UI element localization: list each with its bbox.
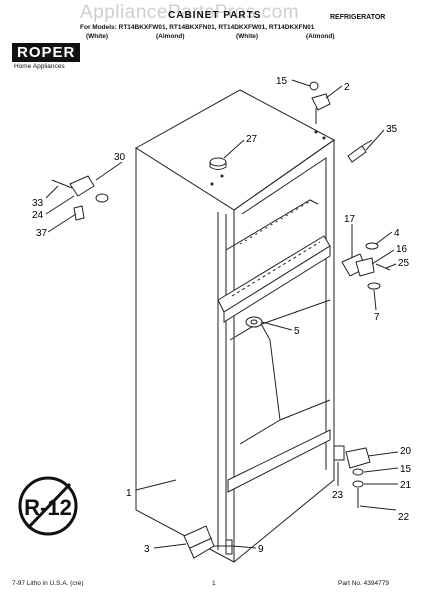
- leader-lines: [45, 79, 399, 549]
- callout: 3: [144, 544, 150, 555]
- callout: 15: [400, 464, 412, 475]
- brand-subtitle: Home Appliances: [14, 63, 65, 70]
- callout: 2: [344, 82, 350, 93]
- bottom-bracket-part-3: [183, 525, 232, 559]
- watermark-text: AppliancePartsPros.com: [80, 2, 300, 23]
- color-label: (Almond): [156, 33, 185, 40]
- r12-stamp: R-12: [18, 476, 78, 536]
- footer-page-number: 1: [212, 580, 216, 587]
- category-label: REFRIGERATOR: [330, 14, 386, 21]
- grommet-part-5: [245, 316, 263, 328]
- page-title: CABINET PARTS: [168, 10, 262, 21]
- footer-litho: 7-97 Litho in U.S.A. (cre): [12, 580, 84, 587]
- callout: 5: [294, 326, 300, 337]
- callout: 24: [32, 210, 44, 221]
- door-stop-assembly: [51, 175, 109, 221]
- callout: 16: [396, 244, 408, 255]
- callout: 27: [246, 134, 258, 145]
- callout: 25: [398, 258, 410, 269]
- cabinet-shell: [135, 89, 335, 563]
- callout: 1: [126, 488, 132, 499]
- plug-part-27: [209, 157, 227, 170]
- callout: 23: [332, 490, 344, 501]
- callout: 33: [32, 198, 44, 209]
- brand-logo: ROPER: [12, 43, 81, 62]
- color-label: (Almond): [306, 33, 335, 40]
- callout: 21: [400, 480, 412, 491]
- callout: 37: [36, 228, 48, 239]
- footer-part-number: Part No. 4394779: [338, 580, 389, 587]
- callout: 4: [394, 228, 400, 239]
- color-label: (White): [236, 33, 259, 40]
- callout: 9: [258, 544, 264, 555]
- callout-labels: 15 2 35 27 30 33 24 37 17 4 16 25 7 5 20…: [32, 76, 412, 555]
- callout: 20: [400, 446, 412, 457]
- top-hinge: [309, 81, 331, 124]
- bottom-hinge: [333, 445, 371, 508]
- color-label: (White): [86, 33, 109, 40]
- callout: 17: [344, 214, 356, 225]
- callout: 22: [398, 512, 410, 523]
- models-line: For Models: RT14BKXFW01, RT14BKXFN01, RT…: [80, 24, 315, 31]
- callout: 7: [374, 312, 380, 323]
- center-hinge: [341, 242, 391, 290]
- callout: 15: [276, 76, 288, 87]
- callout: 35: [386, 124, 398, 135]
- callout: 30: [114, 152, 126, 163]
- screw-part-35: [347, 139, 373, 163]
